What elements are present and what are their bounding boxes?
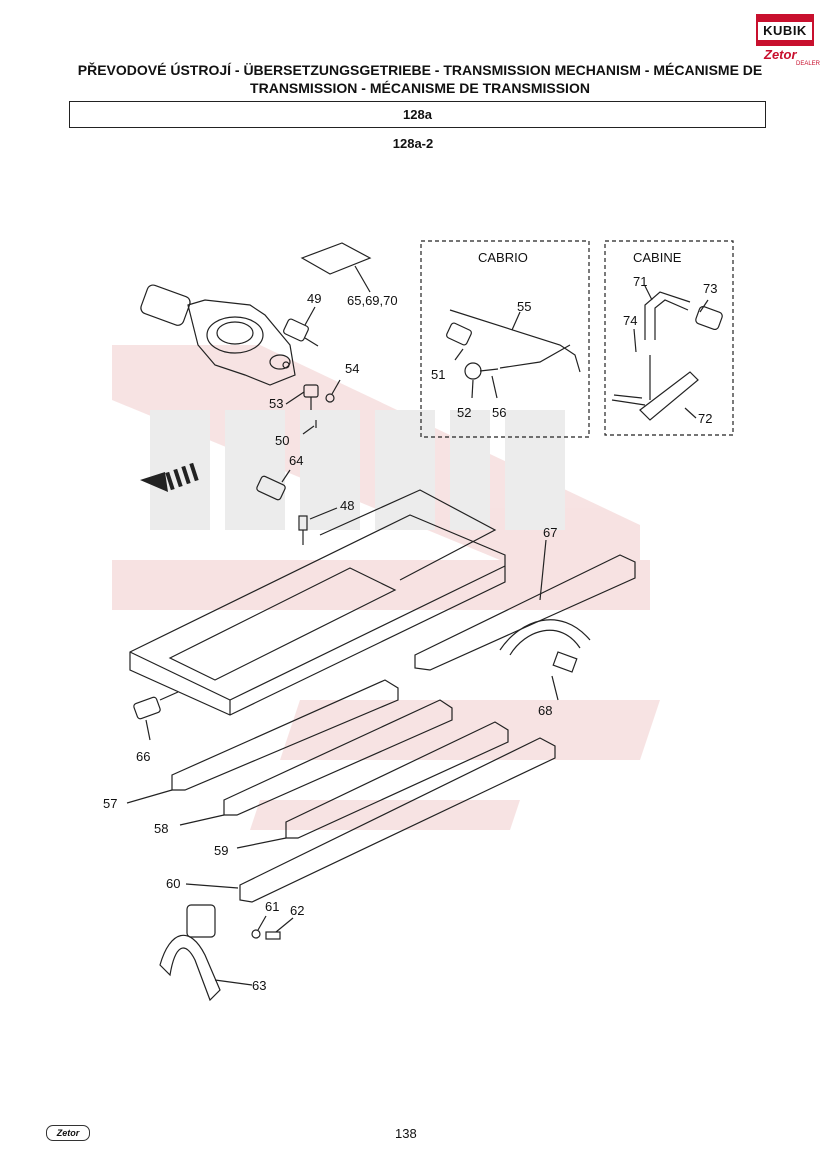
title-line-1: PŘEVODOVÉ ÚSTROJÍ - ÜBERSETZUNGSGETRIEBE… xyxy=(77,62,763,78)
part-label-68: 68 xyxy=(538,703,552,718)
part-label-61: 61 xyxy=(265,899,279,914)
part-label-50: 50 xyxy=(275,433,289,448)
part-label-65: 65,69,70 xyxy=(347,293,398,308)
page-number: 138 xyxy=(395,1126,417,1141)
part-label-63: 63 xyxy=(252,978,266,993)
part-label-60: 60 xyxy=(166,876,180,891)
shift-fork-63 xyxy=(159,904,253,1002)
cabrio-title: CABRIO xyxy=(478,250,528,265)
gasket-plate xyxy=(300,242,372,275)
screw-61-62 xyxy=(251,915,294,940)
footer-logo: Zetor xyxy=(46,1125,90,1141)
logo-box: KUBIK xyxy=(756,14,814,46)
knob-51 xyxy=(446,322,472,361)
direction-arrow xyxy=(140,462,199,492)
cabine-lever-71 xyxy=(644,285,723,340)
section-box: 128a xyxy=(69,101,766,128)
title-line-2: TRANSMISSION - MÉCANISME DE TRANSMISSION xyxy=(250,80,590,96)
cabrio-inset xyxy=(420,240,590,438)
logo-sub: DEALER xyxy=(796,61,821,67)
plug-64 xyxy=(256,469,338,545)
part-label-72: 72 xyxy=(698,411,712,426)
part-label-56: 56 xyxy=(492,405,506,420)
plug-49 xyxy=(283,306,319,347)
rail-60 xyxy=(185,737,556,903)
part-label-52: 52 xyxy=(457,405,471,420)
part-label-71: 71 xyxy=(633,274,647,289)
part-label-58: 58 xyxy=(154,821,168,836)
cabine-title: CABINE xyxy=(633,250,682,265)
part-label-62: 62 xyxy=(290,903,304,918)
plug-66 xyxy=(133,691,179,741)
part-label-48: 48 xyxy=(340,498,354,513)
logo-brand: Zetor xyxy=(764,47,797,62)
rail-57 xyxy=(126,679,399,804)
subsection-label: 128a-2 xyxy=(392,136,434,151)
rail-67 xyxy=(414,539,636,701)
kubik-logo: KUBIK Zetor DEALER xyxy=(756,14,820,68)
rail-58 xyxy=(179,699,453,826)
part-label-73: 73 xyxy=(703,281,717,296)
cabine-inset xyxy=(604,240,734,436)
section-label: 128a xyxy=(403,107,432,122)
ball-52 xyxy=(464,362,499,399)
part-label-59: 59 xyxy=(214,843,228,858)
page-title: PŘEVODOVÉ ÚSTROJÍ - ÜBERSETZUNGSGETRIEBE… xyxy=(60,61,780,97)
selector-housing xyxy=(140,284,296,386)
part-label-49: 49 xyxy=(307,291,321,306)
part-label-57: 57 xyxy=(103,796,117,811)
part-label-66: 66 xyxy=(136,749,150,764)
pin-53 xyxy=(285,379,341,435)
part-label-54: 54 xyxy=(345,361,359,376)
cabrio-lever-55 xyxy=(449,309,581,373)
logo-box-text: KUBIK xyxy=(758,22,812,40)
cover-plate xyxy=(129,489,506,716)
part-label-55: 55 xyxy=(517,299,531,314)
part-label-51: 51 xyxy=(431,367,445,382)
rail-59 xyxy=(236,721,509,849)
part-label-74: 74 xyxy=(623,313,637,328)
part-label-64: 64 xyxy=(289,453,303,468)
cabine-lever-72 xyxy=(611,328,699,421)
part-label-53: 53 xyxy=(269,396,283,411)
part-label-67: 67 xyxy=(543,525,557,540)
watermark-letters xyxy=(150,410,565,530)
